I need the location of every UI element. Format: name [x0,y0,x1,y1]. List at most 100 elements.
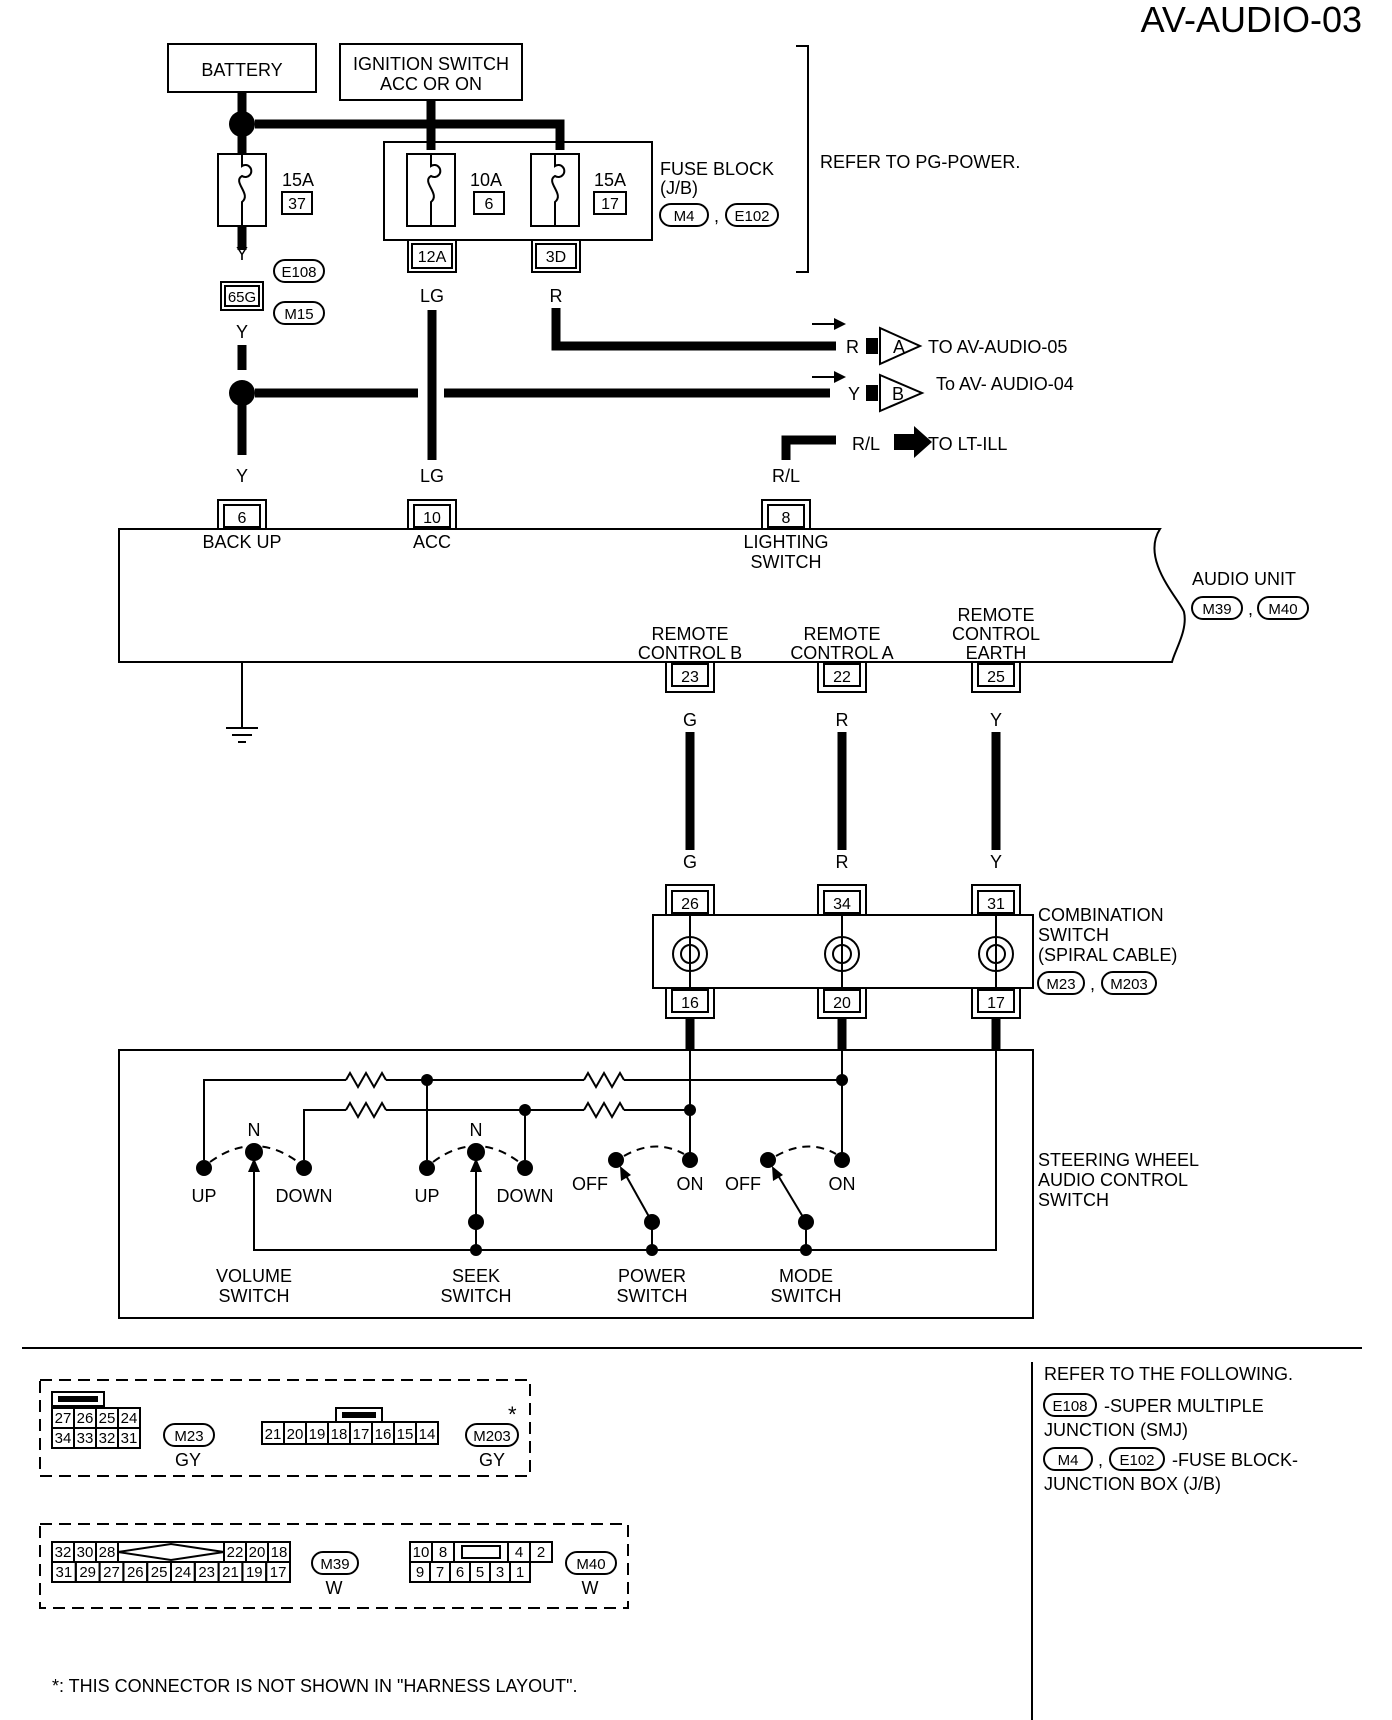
connector-pin-label: 6 [456,1564,464,1581]
connector-pin-label: 17 [353,1426,370,1443]
svg-text:R: R [836,710,849,730]
svg-text:A: A [893,337,905,357]
ref-lt-ill[interactable]: TO LT-ILL [928,434,1007,454]
spiral-cable-icon [824,915,860,988]
connector-pin-label: 26 [77,1410,94,1427]
page-title: AV-AUDIO-03 [1141,0,1362,40]
svg-text:M203: M203 [473,1428,511,1445]
svg-text:,: , [1098,1450,1103,1470]
svg-text:EARTH: EARTH [966,643,1027,663]
connector-pin-label: 21 [265,1426,282,1443]
ignition-switch-label: IGNITION SWITCH [353,54,509,74]
svg-text:E102: E102 [734,208,769,225]
svg-text:W: W [582,1578,599,1598]
connector-pin-label: 24 [121,1410,138,1427]
svg-text:W: W [326,1578,343,1598]
connector-pin-label: 1 [516,1564,524,1581]
connector-pin-label: 26 [127,1564,144,1581]
connector-pin-label: 5 [476,1564,484,1581]
connector-pin-label: 32 [55,1544,72,1561]
svg-text:B: B [892,384,904,404]
svg-text:LG: LG [420,286,444,306]
connector-pin-label: 2 [537,1544,545,1561]
combo-pin-17: 17 [971,987,1021,1019]
refer-pg-power: REFER TO PG-POWER. [820,152,1020,172]
svg-text:M4: M4 [674,208,695,225]
connector-pin-label: 30 [77,1544,94,1561]
connector-pin-label: 16 [375,1426,392,1443]
spiral-cable-icon [978,915,1014,988]
connector-pin-label: 8 [439,1544,447,1561]
svg-text:LG: LG [420,466,444,486]
svg-text:GY: GY [479,1450,505,1470]
fuse-block [383,141,653,241]
legend: REFER TO THE FOLLOWING. E108 -SUPER MULT… [1043,1364,1298,1494]
connector-pin-label: 29 [79,1564,96,1581]
ignition-switch-sub-label: ACC OR ON [380,74,482,94]
connector-pin-label: 18 [331,1426,348,1443]
connector-cell [529,1541,553,1563]
connector-pin-label: 15 [397,1426,414,1443]
combo-pin-26: 26 [665,884,715,916]
footnote: *: THIS CONNECTOR IS NOT SHOWN IN "HARNE… [52,1676,578,1696]
svg-text:M23: M23 [174,1428,203,1445]
audio-pin-8: 8 [761,499,811,530]
connector-pin-label: 23 [198,1564,215,1581]
svg-text:-SUPER MULTIPLE: -SUPER MULTIPLE [1104,1396,1264,1416]
svg-text:JUNCTION BOX (J/B): JUNCTION BOX (J/B) [1044,1474,1221,1494]
spiral-cable-icon [672,915,708,988]
audio-pin-22: 22 [817,661,867,693]
audio-pin-23: 23 [665,661,715,693]
audio-pin-6: 6 [217,499,267,530]
svg-text:JUNCTION (SMJ): JUNCTION (SMJ) [1044,1420,1188,1440]
connector-pin-label: 20 [249,1544,266,1561]
svg-text:GY: GY [175,1450,201,1470]
svg-text:SWITCH: SWITCH [219,1286,290,1306]
svg-text:3D: 3D [546,249,566,266]
ref-av-audio-05[interactable]: TO AV-AUDIO-05 [928,337,1067,357]
steering-wheel-switch [118,1049,1034,1319]
svg-text:12A: 12A [418,249,447,266]
svg-text:Y: Y [990,710,1002,730]
svg-text:BACK UP: BACK UP [202,532,281,552]
ref-av-audio-04[interactable]: To AV- AUDIO-04 [936,374,1074,394]
svg-text:VOLUME: VOLUME [216,1266,292,1286]
svg-text:G: G [683,710,697,730]
svg-text:REMOTE: REMOTE [651,624,728,644]
svg-text:POWER: POWER [618,1266,686,1286]
connector-pin-label: 9 [416,1564,424,1581]
svg-text:SEEK: SEEK [452,1266,500,1286]
svg-text:R/L: R/L [772,466,800,486]
svg-text:,: , [1090,974,1095,994]
connector-pin-label: 34 [55,1430,72,1447]
svg-text:M39: M39 [1202,601,1231,618]
audio-pin-10: 10 [407,499,457,530]
svg-text:DOWN: DOWN [497,1186,554,1206]
connector-pin-label: 14 [419,1426,436,1443]
svg-text:REMOTE: REMOTE [957,605,1034,625]
connector-pin-label: 18 [271,1544,288,1561]
ground-symbol [226,662,258,743]
svg-text:SWITCH: SWITCH [751,552,822,572]
svg-text:LIGHTING: LIGHTING [743,532,828,552]
svg-text:OFF: OFF [725,1174,761,1194]
svg-text:M23: M23 [1046,976,1075,993]
connector-pin-label: 33 [77,1430,94,1447]
connector-pin-label: 25 [151,1564,168,1581]
svg-text:10A: 10A [470,170,502,190]
svg-text:E108: E108 [281,264,316,281]
svg-text:Y: Y [236,322,248,342]
svg-text:ON: ON [677,1174,704,1194]
svg-text:REMOTE: REMOTE [803,624,880,644]
svg-text:E102: E102 [1119,1452,1154,1469]
connector-cell [265,1561,292,1583]
svg-text:16: 16 [681,995,699,1012]
audio-pin-25: 25 [971,661,1021,693]
svg-text:FUSE BLOCK: FUSE BLOCK [660,159,774,179]
svg-text:DOWN: DOWN [276,1186,333,1206]
connector-pin-label: 25 [99,1410,116,1427]
svg-text:M15: M15 [284,306,313,323]
svg-text:*: * [508,1402,517,1427]
